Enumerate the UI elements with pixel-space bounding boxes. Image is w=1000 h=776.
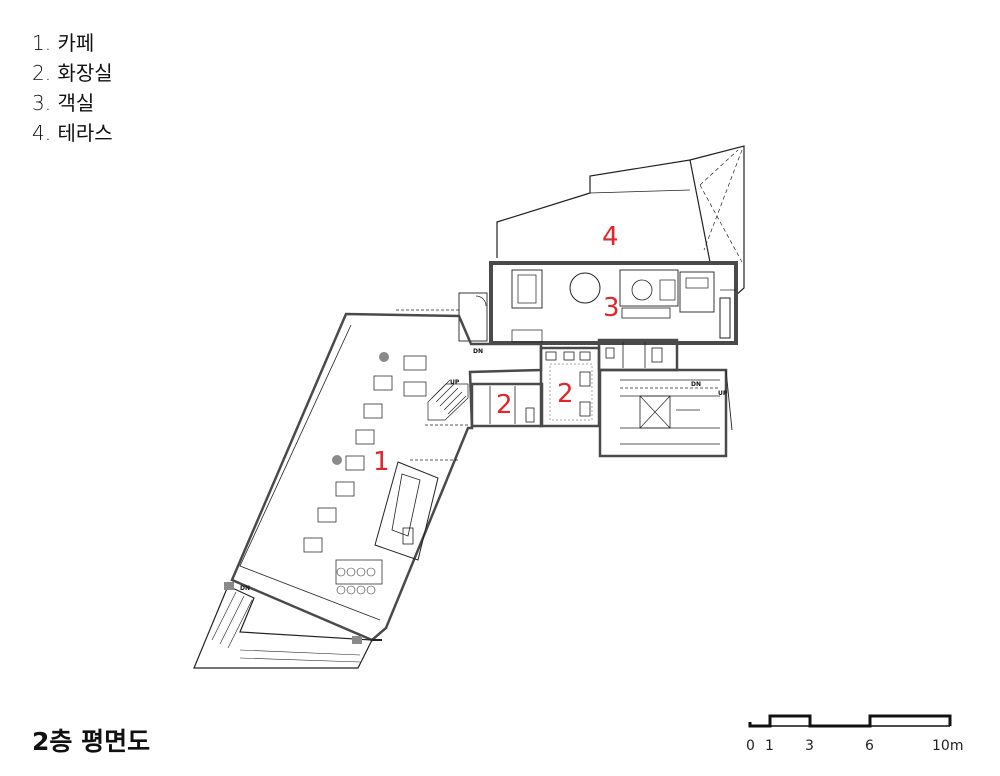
terrace-outline bbox=[496, 145, 745, 297]
scale-tick-6: 6 bbox=[865, 738, 874, 754]
legend-item-guest-room: 3. 객실 bbox=[32, 91, 95, 115]
stair-mark-side-dn: DN bbox=[691, 381, 701, 388]
legend-item-restroom: 2. 화장실 bbox=[32, 61, 113, 85]
cafe-tables bbox=[303, 355, 427, 585]
scale-tick-3: 3 bbox=[805, 738, 814, 754]
guest-room-walls bbox=[489, 261, 738, 345]
room-number-terrace: 4 bbox=[602, 222, 619, 252]
columns bbox=[224, 352, 389, 644]
upper-landing bbox=[396, 292, 488, 342]
stair-mark-bottom-dn: DN bbox=[240, 585, 250, 592]
cafe-stair bbox=[410, 379, 470, 461]
scale-tick-10m: 10m bbox=[932, 738, 963, 754]
legend-item-terrace: 4. 테라스 bbox=[32, 121, 113, 145]
room-number-restroom-a: 2 bbox=[496, 390, 513, 420]
stair-mark-upper-dn: DN bbox=[473, 348, 483, 355]
stair-core bbox=[598, 368, 733, 458]
scale-bar: 0 1 3 6 10m bbox=[746, 714, 963, 754]
exterior-stair bbox=[193, 585, 373, 669]
scale-tick-1: 1 bbox=[765, 738, 774, 754]
stair-mark-side-up: UP bbox=[718, 390, 728, 397]
legend-item-cafe: 1. 카페 bbox=[32, 31, 95, 55]
plan-title: 2층 평면도 bbox=[32, 727, 151, 756]
cafe-chairs bbox=[336, 567, 376, 595]
cafe-counter bbox=[374, 461, 439, 561]
stair-mark-cafe-up: UP bbox=[450, 379, 460, 386]
legend: 1. 카페 2. 화장실 3. 객실 4. 테라스 bbox=[32, 28, 113, 148]
cafe-walls bbox=[230, 312, 543, 642]
room-number-cafe: 1 bbox=[373, 447, 390, 477]
scale-tick-0: 0 bbox=[746, 738, 755, 754]
room-number-guest-room: 3 bbox=[603, 293, 620, 323]
room-number-restroom-b: 2 bbox=[557, 379, 574, 409]
floor-plan: UP DN DN UP DN 1 2 2 3 4 bbox=[193, 145, 745, 669]
